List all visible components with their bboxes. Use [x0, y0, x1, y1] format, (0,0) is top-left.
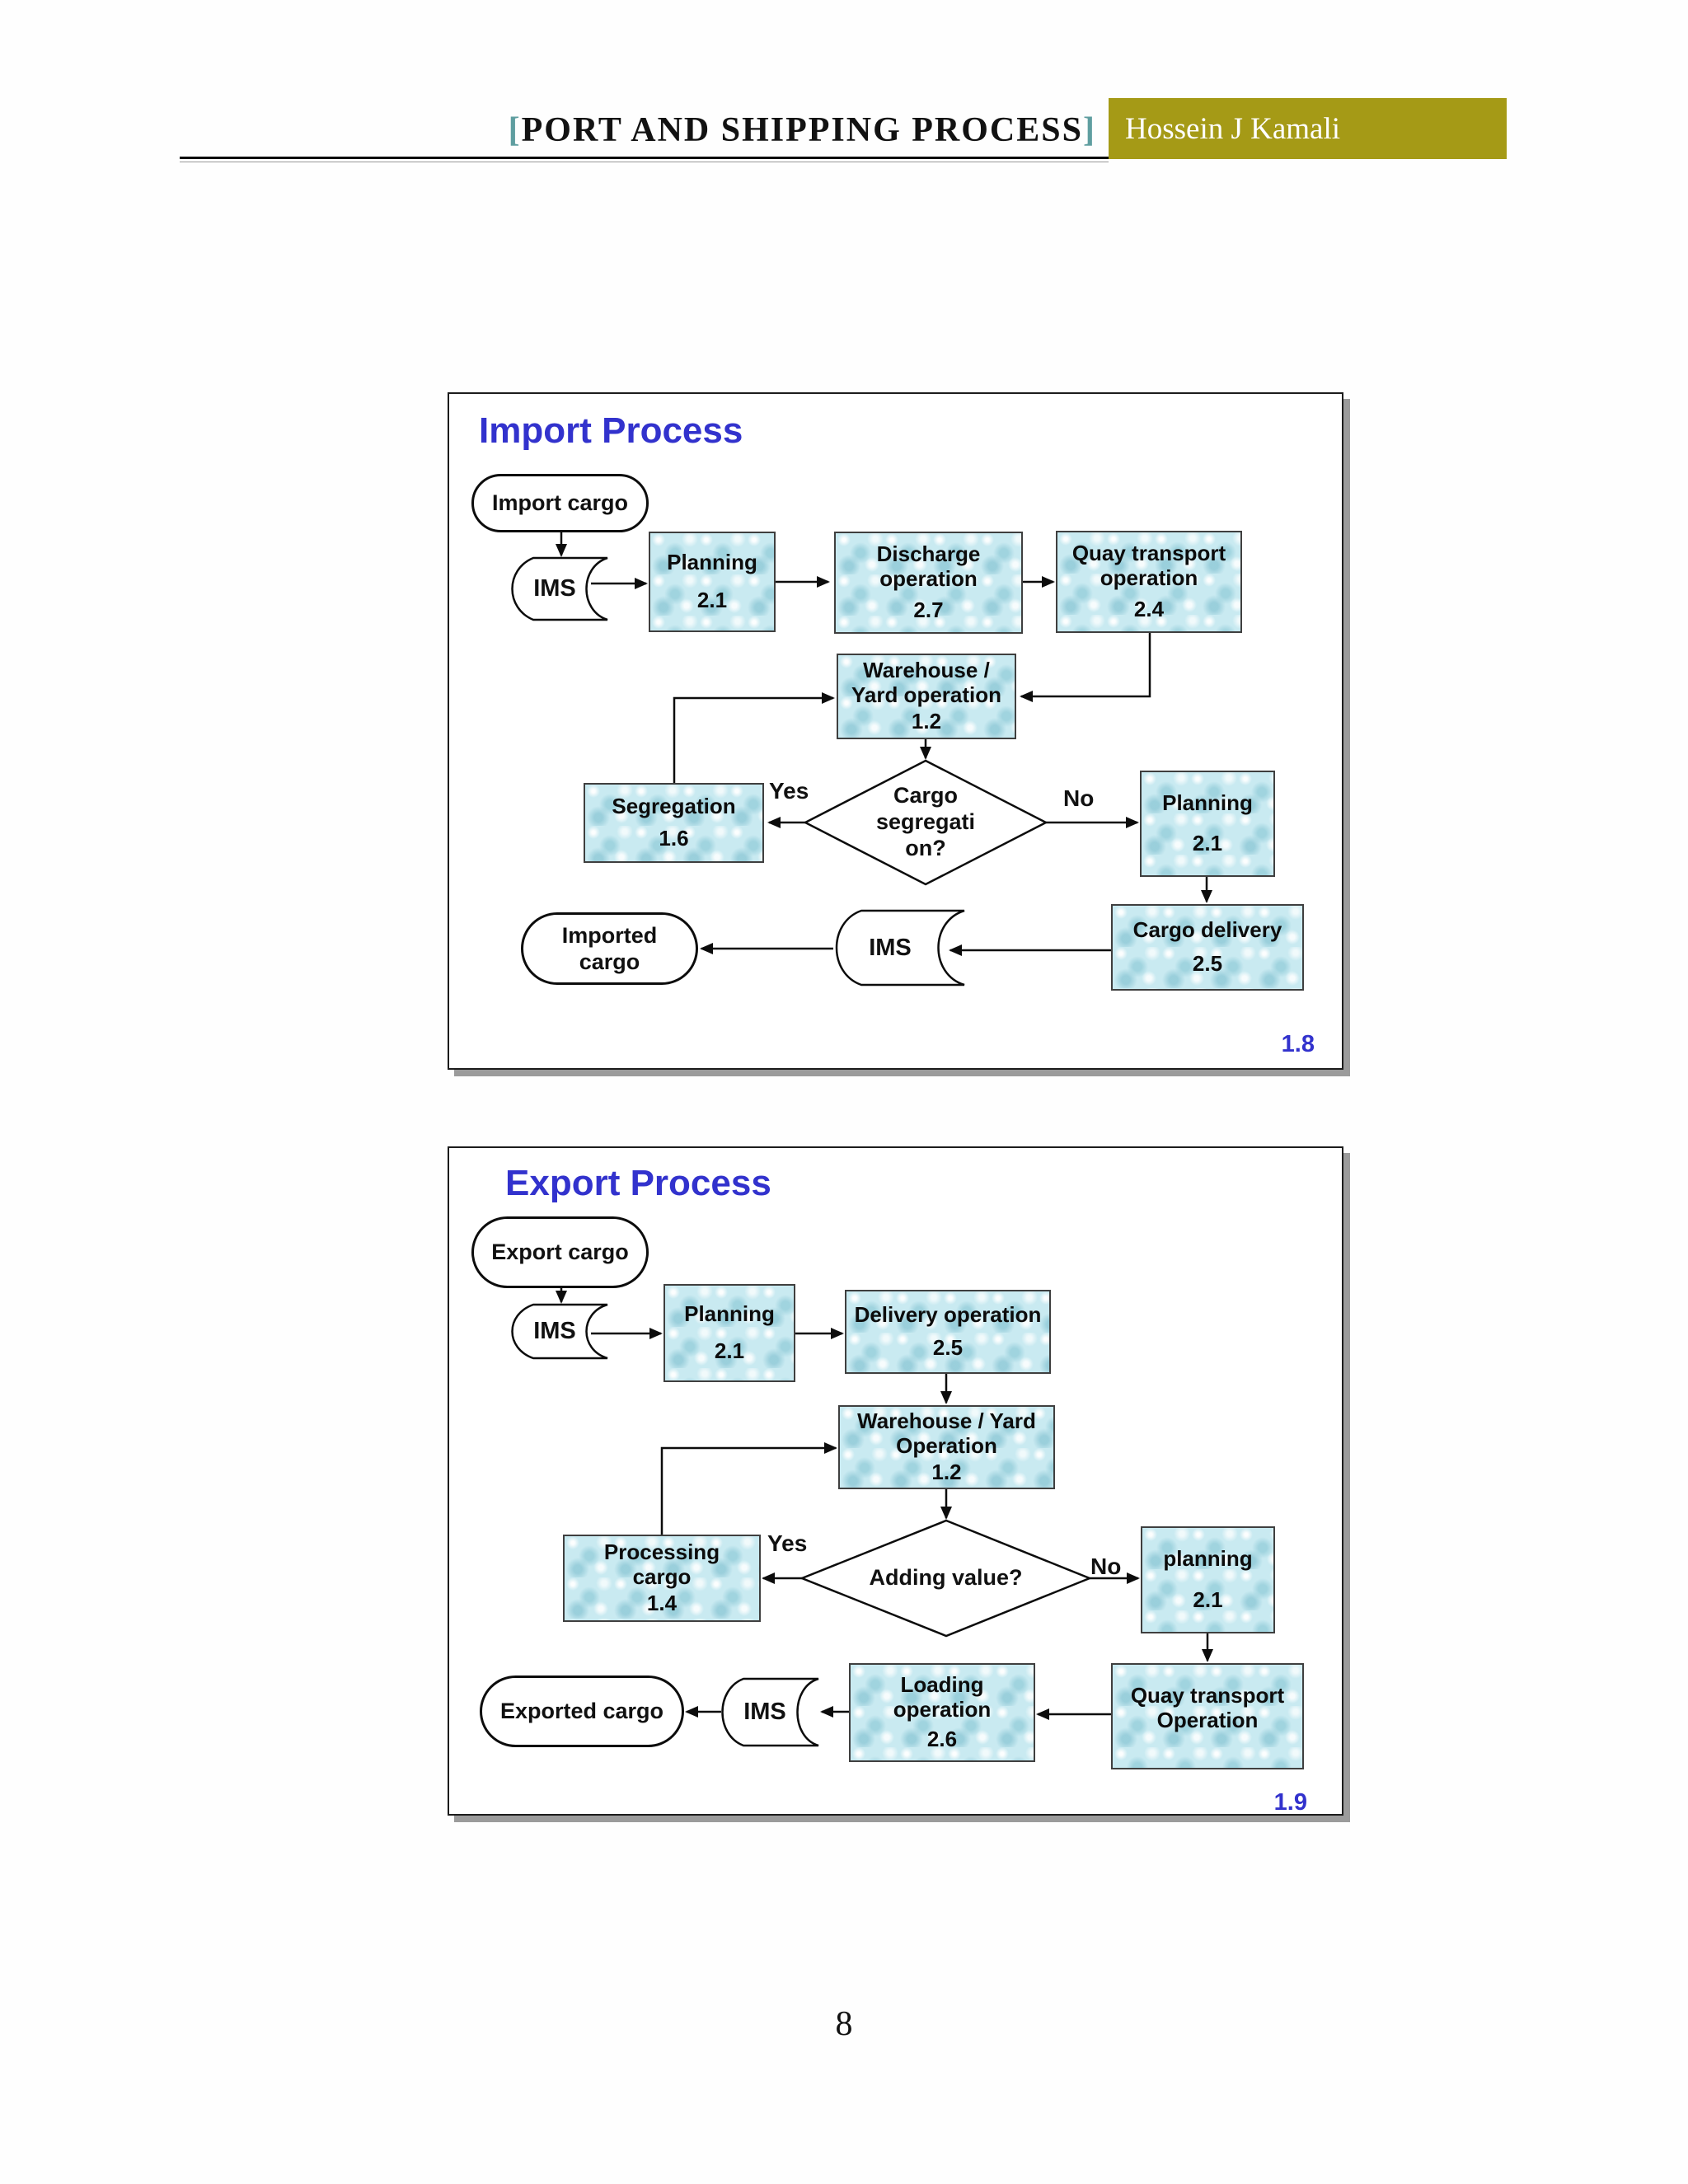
- node-label: planning: [1163, 1546, 1253, 1572]
- node-exported-cargo-end: Exported cargo: [480, 1675, 684, 1747]
- node-label: Quay transport operation: [1071, 541, 1226, 591]
- node-quay-transport-operation: Quay transport Operation: [1111, 1663, 1304, 1769]
- node-warehouse-yard-operation-1-2: Warehouse / Yard operation 1.2: [837, 654, 1016, 739]
- node-label: Planning: [1162, 790, 1253, 816]
- node-planning-2-1: Planning 2.1: [663, 1284, 795, 1382]
- node-number: 2.1: [714, 1338, 745, 1364]
- node-import-cargo-start: Import cargo: [471, 474, 649, 532]
- node-number: 2.1: [696, 588, 728, 613]
- node-quay-transport-operation-2-4: Quay transport operation 2.4: [1056, 531, 1242, 633]
- node-label: Cargo delivery: [1132, 917, 1282, 943]
- node-export-cargo-start: Export cargo: [471, 1216, 649, 1288]
- node-loading-operation-2-6: Loading operation 2.6: [849, 1663, 1035, 1762]
- header-author: Hossein J Kamali: [1125, 111, 1341, 146]
- decision-adding-value-label: Adding value?: [869, 1565, 1023, 1591]
- node-number: 1.2: [931, 1459, 962, 1484]
- node-label: Quay transport Operation: [1130, 1683, 1285, 1732]
- node-number: 1.6: [659, 825, 689, 851]
- node-number: 2.1: [1193, 1586, 1223, 1612]
- ims-input-shape: [511, 556, 608, 621]
- node-ims-output-label: IMS: [743, 1699, 786, 1725]
- page-number: 8: [835, 2005, 853, 2043]
- header-title: [PORT AND SHIPPING PROCESS]: [509, 110, 1096, 150]
- decision-no-label: No: [1090, 1554, 1122, 1579]
- node-number: 1.4: [646, 1590, 678, 1615]
- ims-output-shape: [721, 1677, 819, 1747]
- node-processing-cargo-1-4: Processing cargo 1.4: [563, 1535, 761, 1622]
- header-author-badge: Hossein J Kamali: [1109, 98, 1507, 159]
- decision-yes-label: Yes: [767, 1530, 808, 1556]
- arrow-processing-to-warehouse: [660, 1442, 837, 1535]
- decision-no-label: No: [1063, 785, 1095, 811]
- figure-number-1-9: 1.9: [1273, 1789, 1307, 1816]
- node-planning-2-1: Planning 2.1: [649, 532, 776, 632]
- import-flow-connectors: [511, 532, 1212, 987]
- node-planning-right-2-1: planning 2.1: [1141, 1526, 1275, 1633]
- ims-output-shape: [835, 909, 965, 987]
- node-number: 2.7: [913, 597, 944, 622]
- node-label: Warehouse / Yard operation: [851, 658, 1002, 707]
- node-delivery-operation-2-5: Delivery operation 2.5: [845, 1290, 1051, 1374]
- node-label: Processing cargo: [603, 1540, 720, 1590]
- node-label: Discharge operation: [876, 541, 981, 592]
- node-label: Loading operation: [893, 1672, 992, 1722]
- header-bracket-open: [: [508, 111, 522, 149]
- node-number: 2.1: [1192, 831, 1223, 856]
- node-label: Warehouse / Yard Operation: [857, 1408, 1036, 1459]
- node-discharge-operation-2-7: Discharge operation 2.7: [834, 532, 1023, 634]
- import-panel-title: Import Process: [479, 410, 743, 451]
- node-cargo-delivery-2-5: Cargo delivery 2.5: [1111, 904, 1304, 991]
- export-panel-title: Export Process: [505, 1163, 771, 1203]
- node-label: Segregation: [612, 794, 736, 819]
- decision-yes-label: Yes: [769, 778, 809, 804]
- export-process-panel: Export Process Export cargo IMS Planning…: [448, 1146, 1343, 1816]
- ims-input-shape: [511, 1303, 608, 1360]
- arrow-quay-to-warehouse: [1020, 633, 1151, 702]
- node-label: Planning: [667, 549, 757, 574]
- node-segregation-1-6: Segregation 1.6: [584, 783, 764, 863]
- node-number: 2.5: [932, 1335, 964, 1361]
- node-warehouse-yard-operation-1-2: Warehouse / Yard Operation 1.2: [838, 1405, 1055, 1489]
- node-planning-right-2-1: Planning 2.1: [1140, 771, 1275, 877]
- arrow-segregation-to-warehouse: [673, 692, 835, 783]
- node-ims-input-label: IMS: [533, 1318, 576, 1344]
- export-flow-connectors: [511, 1288, 1213, 1747]
- header-bracket-close: ]: [1083, 111, 1096, 149]
- node-number: 2.6: [926, 1727, 958, 1751]
- decision-diamond-adding-value: [799, 1519, 1093, 1638]
- import-process-panel: Import Process Import cargo IMS Planning…: [448, 392, 1343, 1070]
- figure-number-1-8: 1.8: [1281, 1031, 1315, 1057]
- node-number: 1.2: [911, 709, 942, 733]
- node-ims-output-label: IMS: [869, 934, 912, 961]
- node-imported-cargo-end: Imported cargo: [521, 912, 698, 985]
- decision-cargo-segregation-label: Cargo segregati on?: [875, 783, 976, 860]
- node-label: Planning: [684, 1301, 775, 1326]
- node-ims-input-label: IMS: [533, 575, 576, 602]
- header-rule: [180, 157, 1109, 162]
- header-title-text: PORT AND SHIPPING PROCESS: [521, 111, 1083, 149]
- node-number: 2.5: [1192, 951, 1223, 977]
- node-number: 2.4: [1133, 596, 1165, 621]
- decision-diamond-cargo-segregation: [803, 759, 1048, 886]
- node-label: Delivery operation: [854, 1302, 1042, 1328]
